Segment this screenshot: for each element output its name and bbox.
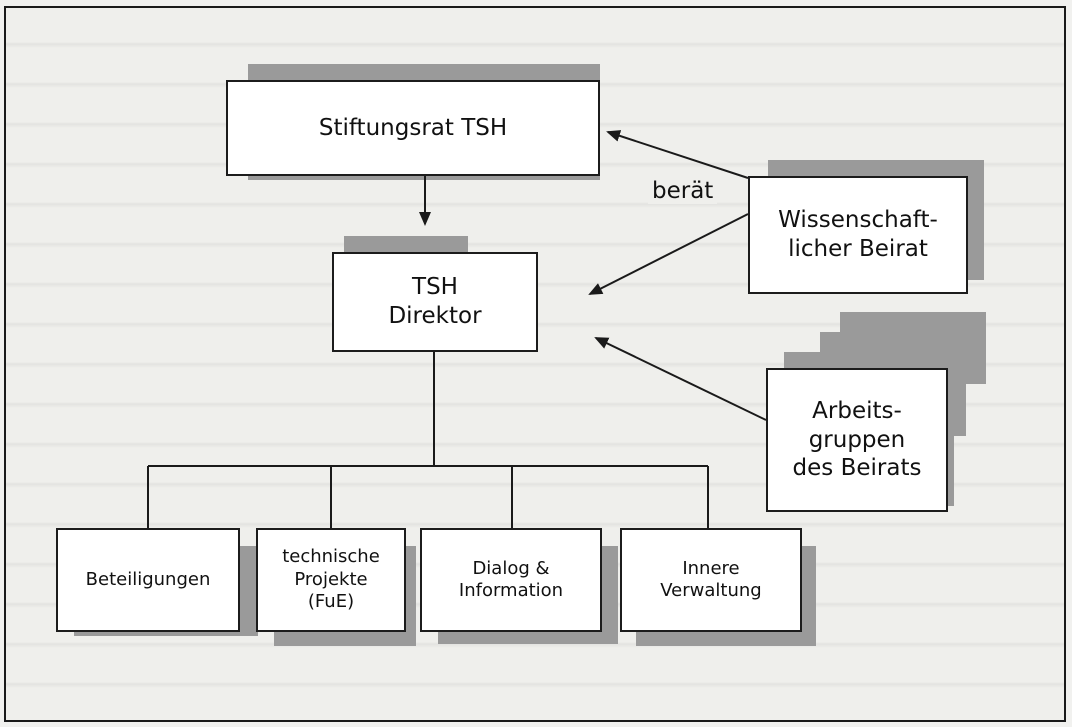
beteiligungen-label: Beteiligungen <box>85 568 211 590</box>
dialog-box: Dialog & Information <box>420 528 602 632</box>
direktor-label: TSH Direktor <box>388 274 482 329</box>
technische-projekte-label: technische Projekte (FuE) <box>282 546 380 613</box>
arrow-arbeitsgruppen-to-direktor <box>594 337 767 421</box>
technische-projekte-box: technische Projekte (FuE) <box>256 528 406 632</box>
beirat-label: Wissenschaft- licher Beirat <box>778 207 938 262</box>
verwaltung-box: Innere Verwaltung <box>620 528 802 632</box>
arbeitsgruppen-box: Arbeits- gruppen des Beirats <box>766 368 948 512</box>
dialog-label: Dialog & Information <box>458 557 564 602</box>
direktor-box: TSH Direktor <box>332 252 538 352</box>
beirat-box: Wissenschaft- licher Beirat <box>748 176 968 294</box>
arrow-beirat-to-stiftungsrat <box>606 130 749 179</box>
arrow-beirat-to-direktor <box>588 213 749 295</box>
stiftungsrat-label: Stiftungsrat TSH <box>318 114 508 141</box>
beteiligungen-box: Beteiligungen <box>56 528 240 632</box>
verwaltung-label: Innere Verwaltung <box>660 557 762 602</box>
arbeitsgruppen-label: Arbeits- gruppen des Beirats <box>792 397 922 482</box>
beraet-label: berät <box>648 178 718 204</box>
stiftungsrat-box: Stiftungsrat TSH <box>226 80 600 176</box>
